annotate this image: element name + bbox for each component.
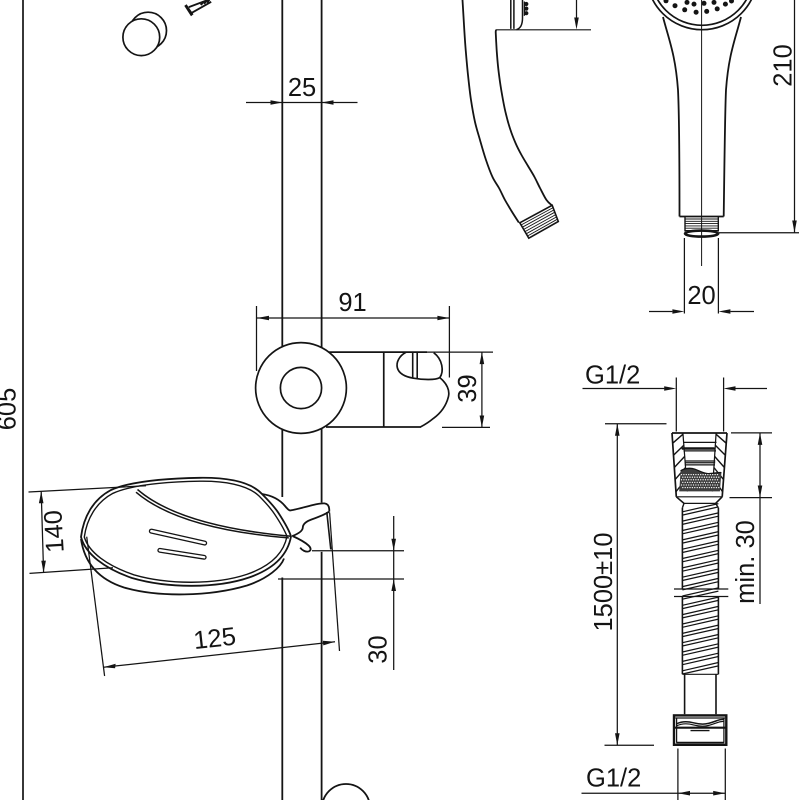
svg-text:605: 605 bbox=[0, 388, 22, 431]
svg-text:min. 30: min. 30 bbox=[732, 520, 760, 604]
svg-text:39: 39 bbox=[454, 374, 482, 402]
svg-text:25: 25 bbox=[288, 74, 316, 102]
svg-text:210: 210 bbox=[770, 44, 798, 87]
svg-text:125: 125 bbox=[192, 623, 237, 655]
svg-text:G1/2: G1/2 bbox=[586, 765, 641, 793]
svg-text:20: 20 bbox=[687, 282, 715, 310]
svg-text:140: 140 bbox=[39, 509, 69, 553]
svg-text:30: 30 bbox=[365, 635, 393, 663]
svg-text:G1/2: G1/2 bbox=[585, 362, 640, 390]
svg-text:1500±10: 1500±10 bbox=[590, 532, 618, 631]
svg-text:91: 91 bbox=[338, 289, 366, 317]
